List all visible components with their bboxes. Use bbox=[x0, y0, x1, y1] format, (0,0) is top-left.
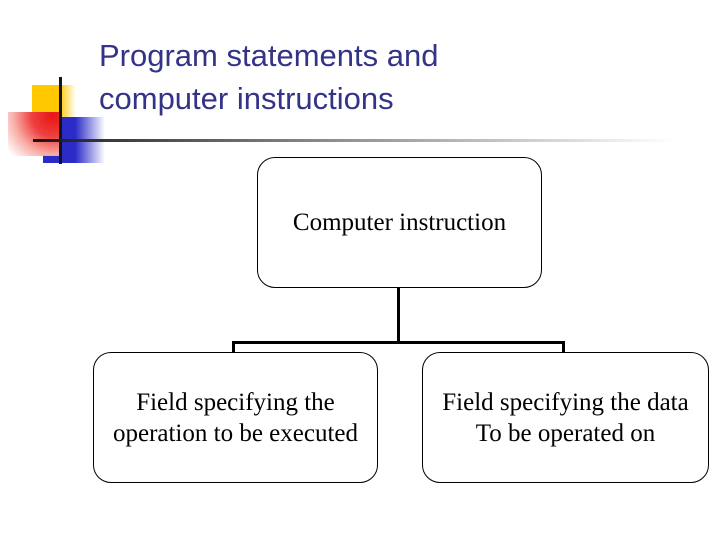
connector-drop-left bbox=[232, 341, 235, 353]
node-data-field: Field specifying the data To be operated… bbox=[422, 352, 709, 483]
connector-crossbar bbox=[232, 341, 565, 344]
decoration-vertical-line bbox=[59, 77, 62, 164]
node-data-field-line-1: Field specifying the data bbox=[442, 388, 689, 416]
title-underline-rule bbox=[33, 139, 673, 142]
decoration-red-square bbox=[8, 112, 59, 156]
node-computer-instruction-label: Computer instruction bbox=[292, 209, 507, 236]
slide-title: Program statements and computer instruct… bbox=[99, 34, 659, 120]
node-operation-field-line-2: operation to be executed bbox=[112, 419, 359, 447]
node-computer-instruction: Computer instruction bbox=[257, 157, 542, 288]
slide-title-line-1: Program statements and bbox=[99, 38, 439, 73]
node-operation-field-line-1: Field specifying the bbox=[136, 388, 335, 416]
connector-drop-right bbox=[562, 341, 565, 353]
connector-stem bbox=[397, 288, 400, 342]
node-data-field-line-2: To be operated on bbox=[475, 419, 656, 447]
slide-title-line-2: computer instructions bbox=[99, 81, 394, 116]
node-operation-field: Field specifying the operation to be exe… bbox=[93, 352, 378, 483]
